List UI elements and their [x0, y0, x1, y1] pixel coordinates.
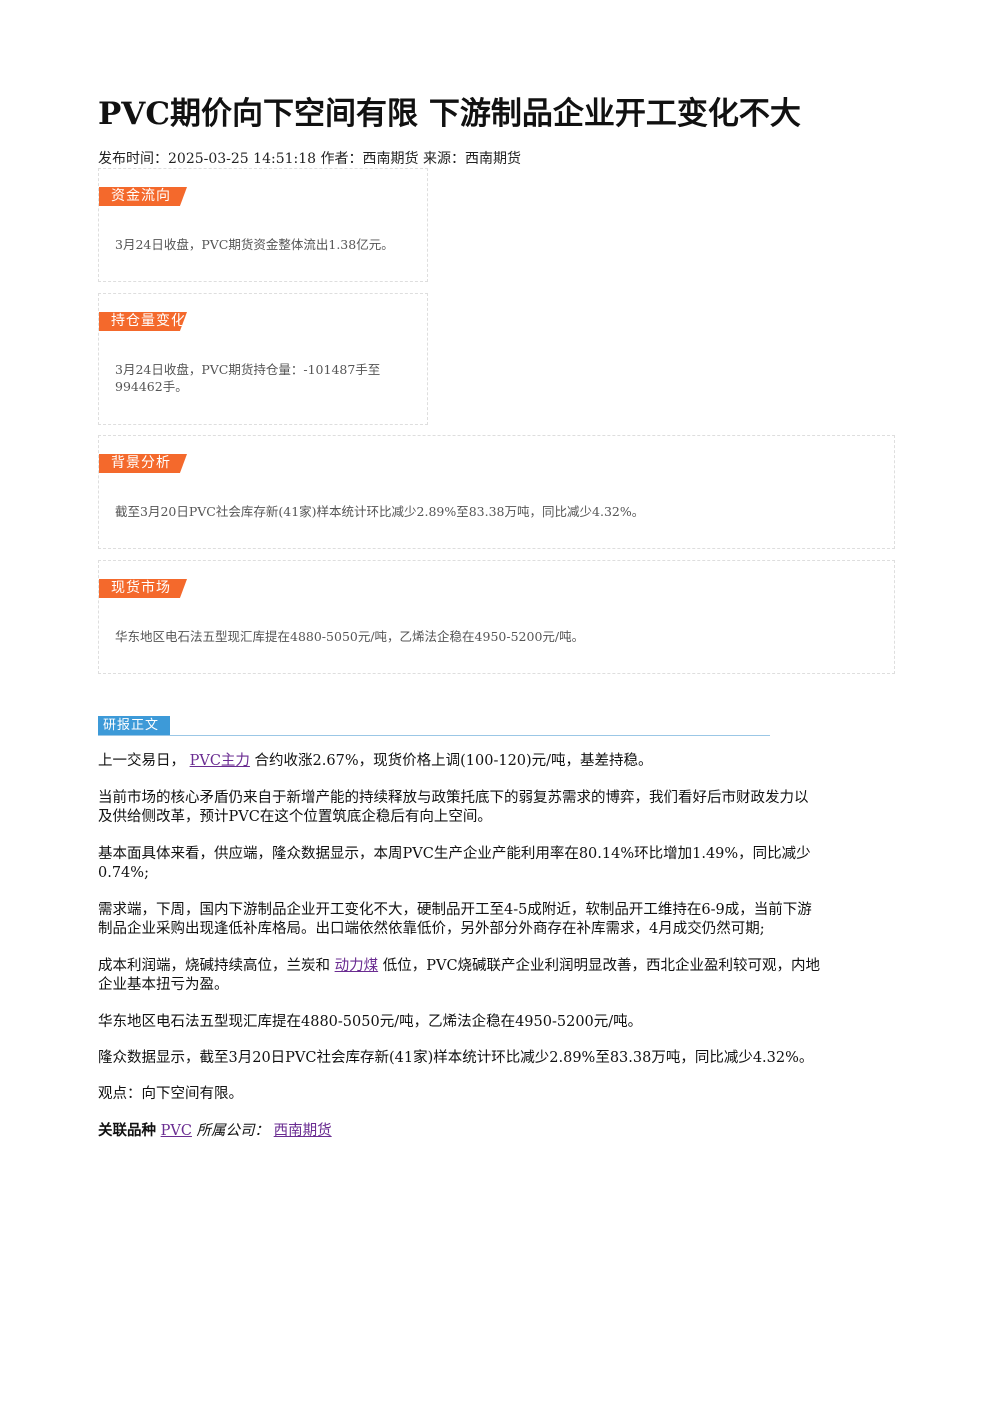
background-analysis-text: 截至3月20日PVC社会库存新(41家)样本统计环比减少2.89%至83.38万… — [115, 504, 645, 519]
report-paragraph-7: 隆众数据显示，截至3月20日PVC社会库存新(41家)样本统计环比减少2.89%… — [98, 1050, 814, 1066]
company-label: 所属公司： — [196, 1123, 270, 1139]
spot-market-text: 华东地区电石法五型现汇库提在4880-5050元/吨，乙烯法企稳在4950-52… — [115, 629, 585, 644]
fund-flow-text: 3月24日收盘，PVC期货资金整体流出1.38亿元。 — [115, 237, 394, 252]
fund-flow-tag: 资金流向 — [99, 187, 187, 206]
company-link[interactable]: 西南期货 — [273, 1123, 332, 1139]
spot-market-box: 现货市场 华东地区电石法五型现汇库提在4880-5050元/吨，乙烯法企稳在49… — [98, 560, 895, 674]
report-paragraph-2-line1: 当前市场的核心矛盾仍来自于新增产能的持续释放与政策托底下的弱复苏需求的博弈，我们… — [98, 790, 809, 806]
article-meta: 发布时间：2025-03-25 14:51:18 作者：西南期货 来源：西南期货 — [98, 151, 521, 167]
spot-market-tag: 现货市场 — [99, 579, 187, 598]
p1-text-pre: 上一交易日， — [98, 753, 185, 769]
position-change-text-line1: 3月24日收盘，PVC期货持仓量：-101487手至 — [115, 362, 381, 377]
report-section-tag: 研报正文 — [98, 716, 170, 735]
p5-text-post: 低位，PVC烧碱联产企业利润明显改善，西北企业盈利较可观，内地 — [382, 958, 821, 974]
p5-text-pre: 成本利润端，烧碱持续高位，兰炭和 — [98, 958, 330, 974]
report-paragraph-4-line1: 需求端，下周，国内下游制品企业开工变化不大，硬制品开工至4-5成附近，软制品开工… — [98, 902, 812, 918]
report-paragraph-5-line1: 成本利润端，烧碱持续高位，兰炭和 动力煤 低位，PVC烧碱联产企业利润明显改善，… — [98, 957, 890, 976]
report-paragraph-1: 上一交易日， PVC主力 合约收涨2.67%，现货价格上调(100-120)元/… — [98, 752, 890, 771]
report-paragraph-3-line2: 0.74%; — [98, 865, 149, 881]
report-paragraph-3-line1: 基本面具体来看，供应端，隆众数据显示，本周PVC生产企业产能利用率在80.14%… — [98, 846, 811, 862]
pvc-main-link[interactable]: PVC主力 — [189, 753, 250, 769]
report-paragraph-4-line2: 制品企业采购出现逢低补库格局。出口端依然依靠低价，另外部分外商存在补库需求，4月… — [98, 921, 765, 937]
related-info: 关联品种 PVC 所属公司： 西南期货 — [98, 1121, 890, 1141]
thermal-coal-link[interactable]: 动力煤 — [334, 958, 379, 974]
report-section-header: 研报正文 — [98, 716, 770, 736]
position-change-box: 持仓量变化 3月24日收盘，PVC期货持仓量：-101487手至 994462手… — [98, 293, 428, 425]
background-analysis-tag: 背景分析 — [99, 454, 187, 473]
p1-text-post: 合约收涨2.67%，现货价格上调(100-120)元/吨，基差持稳。 — [254, 753, 653, 769]
related-label: 关联品种 — [98, 1122, 156, 1139]
fund-flow-box: 资金流向 3月24日收盘，PVC期货资金整体流出1.38亿元。 — [98, 168, 428, 282]
position-change-tag: 持仓量变化 — [99, 312, 187, 331]
report-paragraph-5-line2: 企业基本扭亏为盈。 — [98, 977, 229, 993]
related-pvc-link[interactable]: PVC — [160, 1123, 192, 1139]
report-paragraph-2-line2: 及供给侧改革，预计PVC在这个位置筑底企稳后有向上空间。 — [98, 809, 492, 825]
report-paragraph-6: 华东地区电石法五型现汇库提在4880-5050元/吨，乙烯法企稳在4950-52… — [98, 1014, 643, 1030]
background-analysis-box: 背景分析 截至3月20日PVC社会库存新(41家)样本统计环比减少2.89%至8… — [98, 435, 895, 549]
position-change-text-line2: 994462手。 — [115, 379, 188, 394]
report-paragraph-8: 观点：向下空间有限。 — [98, 1086, 243, 1102]
article-title: PVC期价向下空间有限 下游制品企业开工变化不大 — [98, 96, 801, 132]
